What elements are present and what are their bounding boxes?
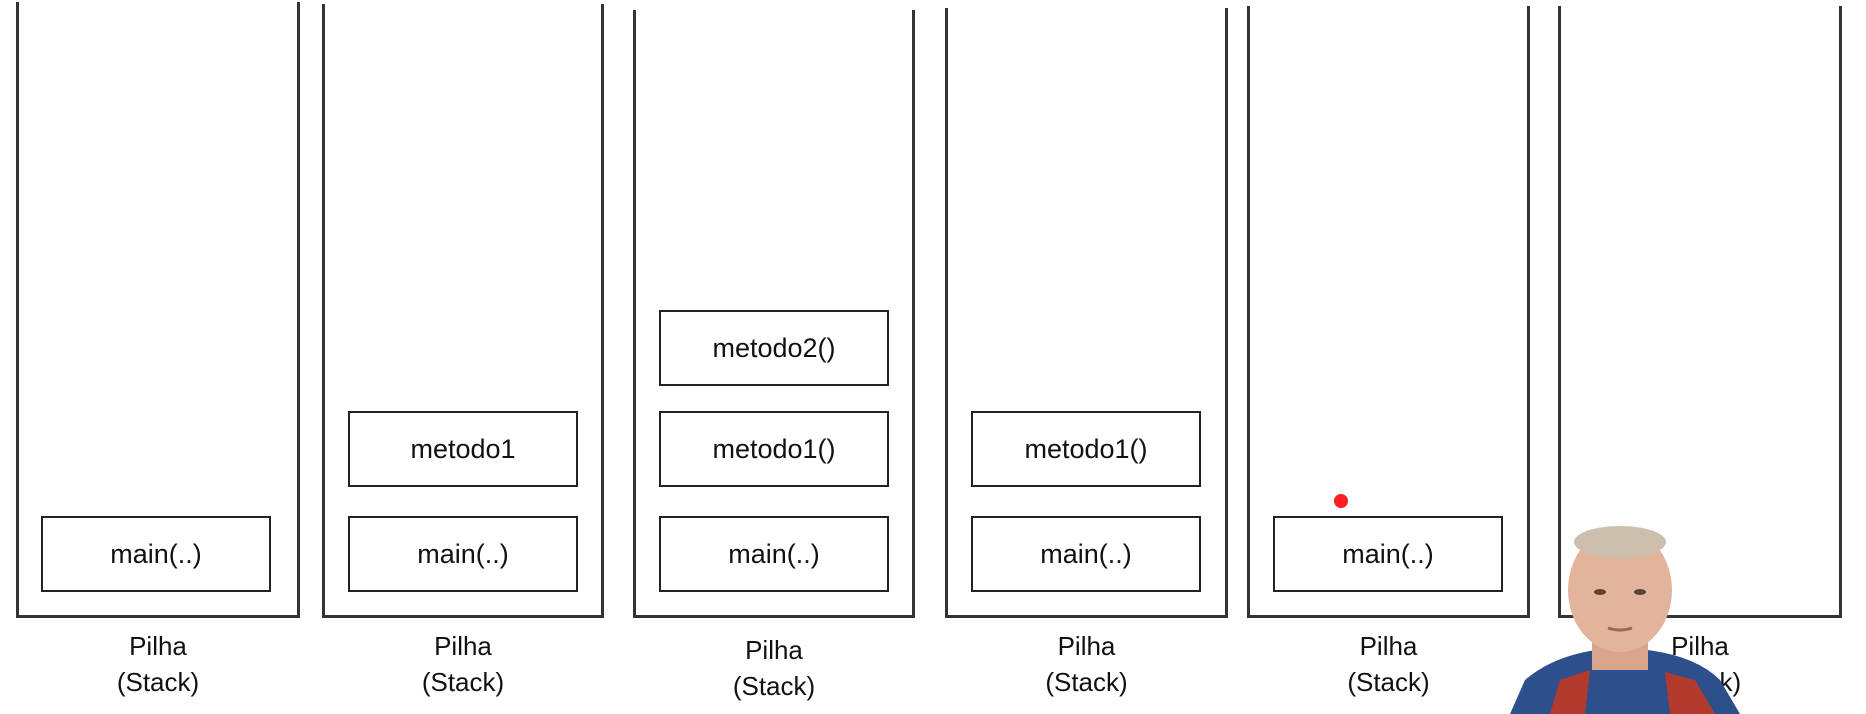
stack-column-3: metodo2() metodo1() main(..) Pilha (Stac…: [633, 0, 915, 714]
stack-label-line2: (Stack): [116, 667, 200, 697]
stack-column-4: metodo1() main(..) Pilha (Stack): [945, 0, 1228, 714]
stack-label: Pilha (Stack): [945, 628, 1228, 700]
stack-column-2: metodo1 main(..) Pilha (Stack): [322, 0, 604, 714]
stack-frame-main: main(..): [971, 516, 1201, 592]
stack-container: metodo1 main(..): [322, 4, 604, 618]
stack-label: Pilha (Stack): [633, 632, 915, 704]
stack-frame-main: main(..): [41, 516, 271, 592]
stack-frame-main: main(..): [1273, 516, 1503, 592]
stack-label: Pilha (Stack): [16, 628, 300, 700]
stack-label-line2: (Stack): [1045, 667, 1128, 697]
stack-label: Pilha (Stack): [1247, 628, 1530, 700]
stack-frame-metodo1: metodo1: [348, 411, 578, 487]
stack-label-line2: (Stack): [732, 671, 816, 701]
stack-column-5: main(..) Pilha (Stack): [1247, 0, 1530, 714]
stack-frame-metodo1: metodo1(): [971, 411, 1201, 487]
laser-pointer-dot: [1334, 494, 1348, 508]
stack-label-line2: (Stack): [1347, 667, 1430, 697]
stack-label-line1: Pilha: [745, 635, 803, 665]
stack-label: Pilha (Stack): [322, 628, 604, 700]
stack-container: main(..): [1247, 6, 1530, 618]
stack-container: main(..): [16, 2, 300, 618]
stack-label-line1: Pilha: [129, 631, 187, 661]
stack-container: [1558, 6, 1842, 618]
stack-container: metodo1() main(..): [945, 8, 1228, 618]
stack-frame-metodo1: metodo1(): [659, 411, 889, 487]
stack-label-line2: (Stack): [421, 667, 505, 697]
stack-column-1: main(..) Pilha (Stack): [16, 0, 300, 714]
stack-container: metodo2() metodo1() main(..): [633, 10, 915, 618]
stack-frame-metodo2: metodo2(): [659, 310, 889, 386]
stack-frame-main: main(..): [659, 516, 889, 592]
stack-label-line1: Pilha: [434, 631, 492, 661]
stack-label-line1: Pilha: [1359, 631, 1418, 661]
stack-label-line1: Pilha: [1671, 631, 1729, 661]
stack-frame-main: main(..): [348, 516, 578, 592]
presenter-webcam-overlay: [1510, 526, 1740, 714]
stack-label-line1: Pilha: [1057, 631, 1116, 661]
